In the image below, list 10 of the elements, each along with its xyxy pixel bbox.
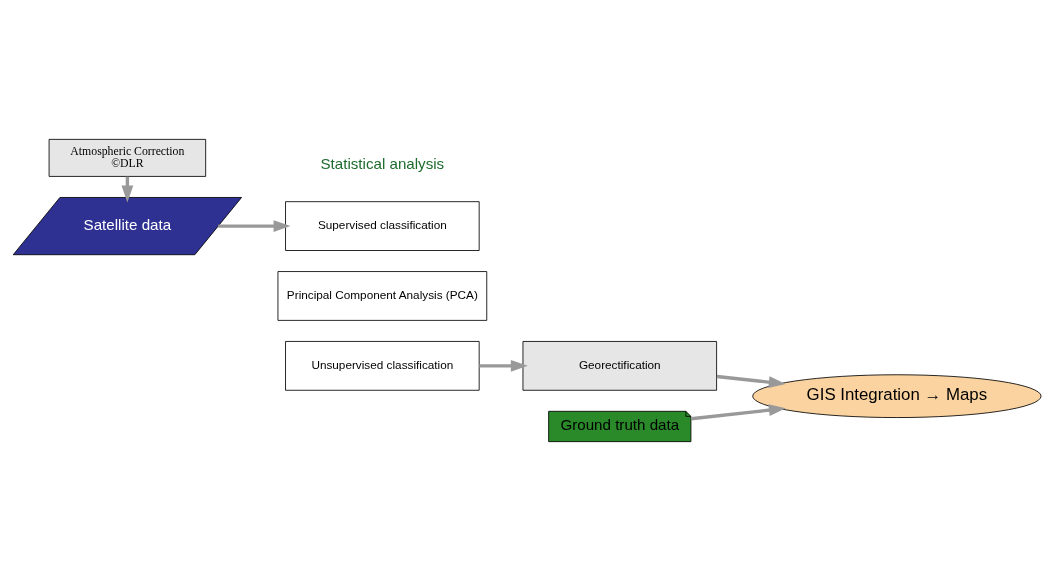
- arrow: [716, 374, 786, 389]
- arrow: [479, 359, 528, 372]
- label: Statistical analysis: [320, 155, 445, 173]
- arrow: [691, 404, 786, 421]
- node-box: Supervised classification: [285, 201, 480, 251]
- node-box: Unsupervised classification: [285, 341, 480, 391]
- node-box: Principal Component Analysis (PCA): [277, 271, 488, 321]
- arrow: [218, 220, 291, 232]
- node-box: Atmospheric Correction ©DLR: [48, 138, 207, 177]
- node-box: Georectification: [522, 341, 718, 391]
